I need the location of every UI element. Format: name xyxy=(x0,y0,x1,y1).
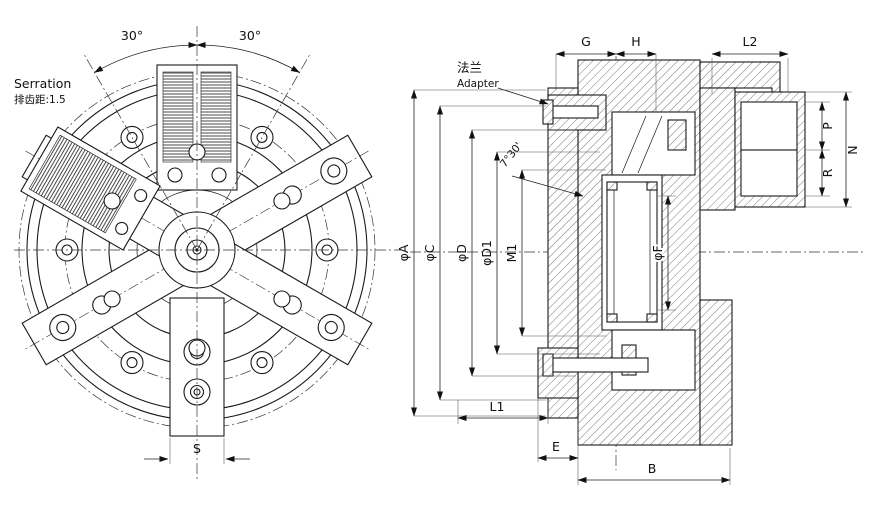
piston xyxy=(606,181,658,323)
dim-L2: L2 xyxy=(711,34,789,94)
dim-s: S xyxy=(144,438,250,464)
union-bore-lower xyxy=(740,149,798,197)
E-label: E xyxy=(552,439,560,454)
dim-E: E xyxy=(537,398,579,485)
front-view: 30° 30° Serration 排齿距:1.5 S xyxy=(14,26,402,480)
taper-angle-label: 7°30' xyxy=(498,140,525,170)
serration-pad-right xyxy=(200,71,232,163)
dim-M1: M1 xyxy=(504,169,606,337)
dim-phiA: φA xyxy=(396,89,546,417)
bottom-right-block xyxy=(699,299,733,446)
serration-pad-left xyxy=(162,71,194,163)
phiF-label: φF xyxy=(650,245,665,260)
B-label: B xyxy=(648,461,657,476)
dim-phiF: φF xyxy=(648,195,676,311)
P-label: P xyxy=(820,122,835,130)
angle-label-left: 30° xyxy=(121,28,143,43)
dim-phiD1: φD1 xyxy=(479,151,600,355)
dim-R: R xyxy=(805,149,835,197)
phiD1-label: φD1 xyxy=(479,240,494,266)
dim-phiC: φC xyxy=(422,105,546,401)
phiD-label: φD xyxy=(454,244,469,262)
union-bore-upper xyxy=(740,101,798,151)
dim-G: G xyxy=(555,34,617,90)
N-label: N xyxy=(845,145,860,154)
flange-label-cn: 法兰 xyxy=(457,60,482,75)
dim-P: P xyxy=(805,101,835,151)
R-label: R xyxy=(820,168,835,177)
M1-label: M1 xyxy=(504,244,519,263)
serration-label: Serration xyxy=(14,76,71,91)
dim-L1: L1 xyxy=(457,399,549,424)
section-view: 法兰 Adapter 7°30' φA φC φD φD1 xyxy=(396,34,866,485)
angle-arc-left xyxy=(94,42,198,73)
dim-N: N xyxy=(805,91,860,208)
dim-phiD: φD xyxy=(454,129,576,377)
right-hub xyxy=(699,87,736,211)
dim-H: H xyxy=(615,34,657,112)
angle-label-right: 30° xyxy=(239,28,261,43)
angle-arc-right xyxy=(196,42,300,73)
s-label: S xyxy=(193,441,201,456)
serration-pitch-label: 排齿距:1.5 xyxy=(14,93,66,106)
phiC-label: φC xyxy=(422,244,437,261)
flange-label-en: Adapter xyxy=(457,78,499,90)
flange-leader xyxy=(497,87,549,105)
dim-B: B xyxy=(577,448,731,485)
G-label: G xyxy=(581,34,591,49)
wedge-piece xyxy=(667,119,687,151)
H-label: H xyxy=(631,34,640,49)
L1-label: L1 xyxy=(490,399,505,414)
L2-label: L2 xyxy=(743,34,758,49)
phiA-label: φA xyxy=(396,244,411,261)
radial-30-right xyxy=(196,52,312,251)
radial-30-left xyxy=(82,52,198,251)
